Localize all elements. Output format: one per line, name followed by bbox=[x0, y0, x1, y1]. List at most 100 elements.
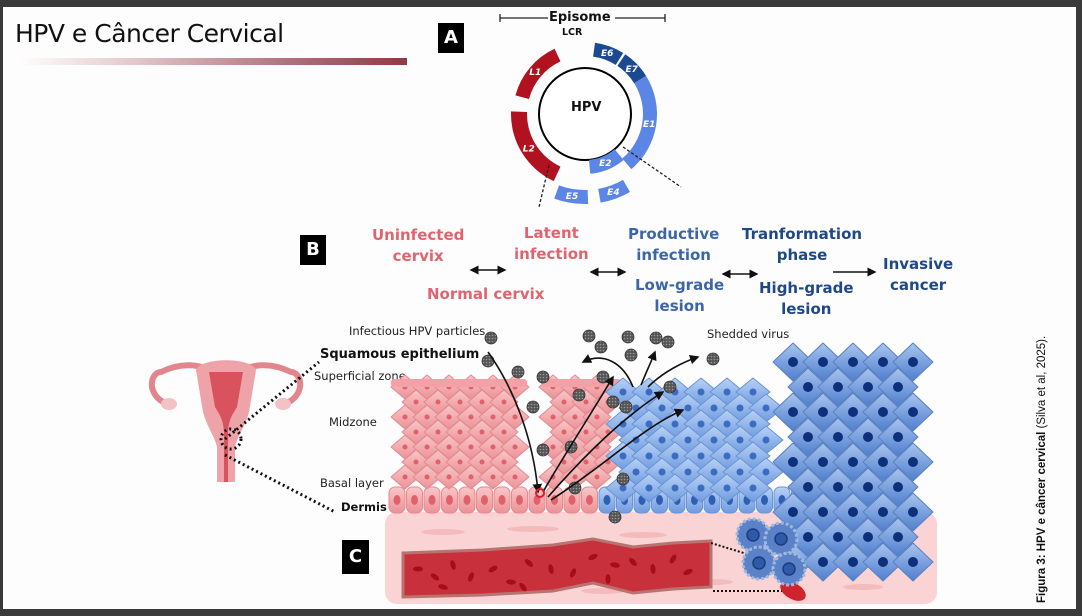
cell-nucleus bbox=[908, 407, 918, 417]
cell-nucleus bbox=[908, 457, 918, 467]
cell-nucleus bbox=[645, 420, 653, 428]
cell-nucleus bbox=[833, 532, 843, 542]
cell-nucleus bbox=[468, 444, 474, 450]
cell-nucleus bbox=[863, 482, 873, 492]
red-blood-cell bbox=[468, 572, 474, 582]
cell-nucleus bbox=[848, 557, 858, 567]
label-shedded-virus: Shedded virus bbox=[707, 327, 790, 341]
figure-caption: Figura 3: HPV e câncer cervical (Silva e… bbox=[1036, 303, 1048, 603]
red-blood-cell bbox=[438, 584, 448, 590]
red-blood-cell bbox=[488, 565, 498, 573]
stage-text: lesion bbox=[781, 300, 832, 318]
cell-nucleus bbox=[818, 457, 828, 467]
cell-nucleus bbox=[498, 495, 506, 505]
cell-nucleus bbox=[490, 474, 496, 480]
cell-nucleus bbox=[645, 484, 653, 492]
cell-nucleus bbox=[788, 507, 798, 517]
cell-nucleus bbox=[848, 407, 858, 417]
gene-label: E2 bbox=[599, 159, 611, 169]
cell-nucleus bbox=[619, 484, 627, 492]
cell-nucleus bbox=[446, 474, 452, 480]
red-blood-cell bbox=[524, 559, 534, 567]
stage-text: lesion bbox=[654, 297, 705, 315]
stage-productive-infection: Productive infection bbox=[628, 224, 719, 266]
cell-nucleus bbox=[848, 507, 858, 517]
episome-label: Episome bbox=[549, 10, 611, 25]
cell-nucleus bbox=[908, 357, 918, 367]
red-blood-cell bbox=[506, 579, 516, 585]
hpv-virus-particle bbox=[526, 400, 540, 414]
hpv-virus-particle bbox=[616, 472, 630, 486]
cell-nucleus bbox=[818, 507, 828, 517]
red-blood-cell bbox=[569, 568, 577, 578]
uterus-illustration bbox=[148, 360, 304, 482]
gene-label: E1 bbox=[643, 120, 655, 130]
cell-nucleus bbox=[512, 474, 518, 480]
stage-text: cancer bbox=[890, 276, 947, 294]
gene-segment-l2 bbox=[511, 111, 561, 182]
cell-nucleus bbox=[561, 459, 567, 465]
cell-nucleus bbox=[586, 495, 593, 505]
tissue-illustration bbox=[385, 329, 937, 604]
cell-nucleus bbox=[723, 484, 731, 492]
cell-nucleus bbox=[878, 407, 888, 417]
stage-text: Uninfected bbox=[372, 226, 465, 244]
cell-nucleus bbox=[645, 452, 653, 460]
cell-nucleus bbox=[656, 495, 663, 505]
cell-nucleus bbox=[893, 432, 903, 442]
cell-nucleus bbox=[710, 404, 718, 412]
cell-nucleus bbox=[746, 528, 760, 542]
hpv-virus-particle bbox=[536, 443, 550, 457]
cell-nucleus bbox=[788, 407, 798, 417]
hpv-virus-particle bbox=[661, 335, 675, 349]
cell-nucleus bbox=[512, 414, 518, 420]
stage-text: Latent bbox=[523, 224, 579, 242]
cell-nucleus bbox=[583, 429, 589, 435]
cell-nucleus bbox=[684, 468, 692, 476]
cell-nucleus bbox=[684, 404, 692, 412]
cell-nucleus bbox=[749, 420, 757, 428]
cell-nucleus bbox=[402, 414, 408, 420]
gene-segment-e4 bbox=[598, 179, 630, 203]
stage-invasive-cancer: Invasive cancer bbox=[883, 254, 953, 296]
cell-nucleus bbox=[848, 357, 858, 367]
cell-nucleus bbox=[619, 452, 627, 460]
stage-transformation-phase: Tranformation phase bbox=[742, 224, 862, 266]
red-blood-cell bbox=[650, 564, 656, 574]
caption-citation: (Silva et al, 2025). bbox=[1036, 335, 1048, 432]
stage-text: phase bbox=[776, 246, 828, 264]
hpv-virus-particle bbox=[649, 331, 663, 345]
cell-nucleus bbox=[583, 459, 589, 465]
gene-segment-e5 bbox=[554, 185, 589, 204]
gene-label: E4 bbox=[607, 188, 619, 198]
cell-nucleus bbox=[568, 495, 576, 505]
hpv-virus-particle bbox=[606, 395, 620, 409]
cell-nucleus bbox=[736, 404, 744, 412]
superficial-layer bbox=[391, 379, 527, 387]
cell-nucleus bbox=[893, 482, 903, 492]
stage-text: Tranformation bbox=[742, 225, 863, 243]
blood-vessel bbox=[401, 537, 713, 599]
cell-nucleus bbox=[818, 557, 828, 567]
red-blood-cell bbox=[413, 566, 423, 572]
cell-nucleus bbox=[803, 532, 813, 542]
cell-nucleus bbox=[908, 507, 918, 517]
cell-nucleus bbox=[723, 452, 731, 460]
cell-nucleus bbox=[749, 452, 757, 460]
cell-nucleus bbox=[762, 468, 770, 476]
cell-nucleus bbox=[411, 495, 418, 505]
cell-nucleus bbox=[671, 452, 679, 460]
cell-nucleus bbox=[671, 484, 679, 492]
cell-nucleus bbox=[803, 482, 813, 492]
cell-nucleus bbox=[833, 482, 843, 492]
cell-nucleus bbox=[863, 532, 873, 542]
red-blood-cell bbox=[629, 557, 637, 567]
cell-nucleus bbox=[550, 414, 556, 420]
lcr-label: LCR bbox=[562, 27, 583, 38]
cell-nucleus bbox=[908, 557, 918, 567]
cell-nucleus bbox=[428, 495, 436, 505]
cell-nucleus bbox=[762, 436, 770, 444]
cell-nucleus bbox=[893, 532, 903, 542]
cell-nucleus bbox=[878, 457, 888, 467]
